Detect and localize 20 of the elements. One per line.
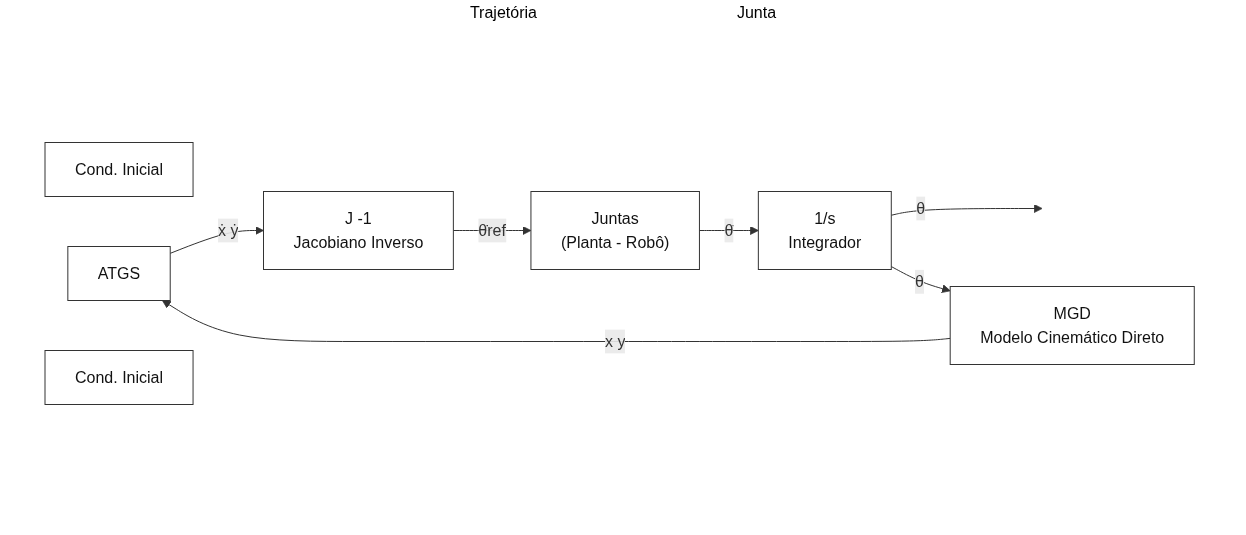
node-box: Cond. Inicial [44, 350, 194, 405]
section-label: Junta [736, 4, 777, 22]
node-box: Juntas (Planta - Robô) [530, 191, 701, 270]
arrow [891, 266, 951, 293]
node-box: J -1 Jacobiano Inverso [263, 191, 455, 270]
node-box: 1/s Integrador [758, 191, 893, 270]
arrow [891, 204, 1043, 216]
node-box: ATGS [67, 246, 172, 301]
edge-label: x y [605, 332, 626, 350]
edge-label: θ̇ref [478, 221, 507, 239]
edge-label: ẋ ẏ [218, 221, 239, 239]
arrow [699, 226, 760, 235]
edge-label: θ [916, 199, 926, 217]
node-box: Cond. Inicial [44, 142, 194, 197]
section-label: Trajetória [469, 4, 537, 22]
edge-label: θ̇ [724, 221, 734, 239]
arrow [162, 300, 952, 342]
edge-label: θ [915, 272, 925, 290]
node-box: MGD Modelo Cinemático Direto [950, 286, 1196, 365]
arrow [170, 226, 265, 254]
